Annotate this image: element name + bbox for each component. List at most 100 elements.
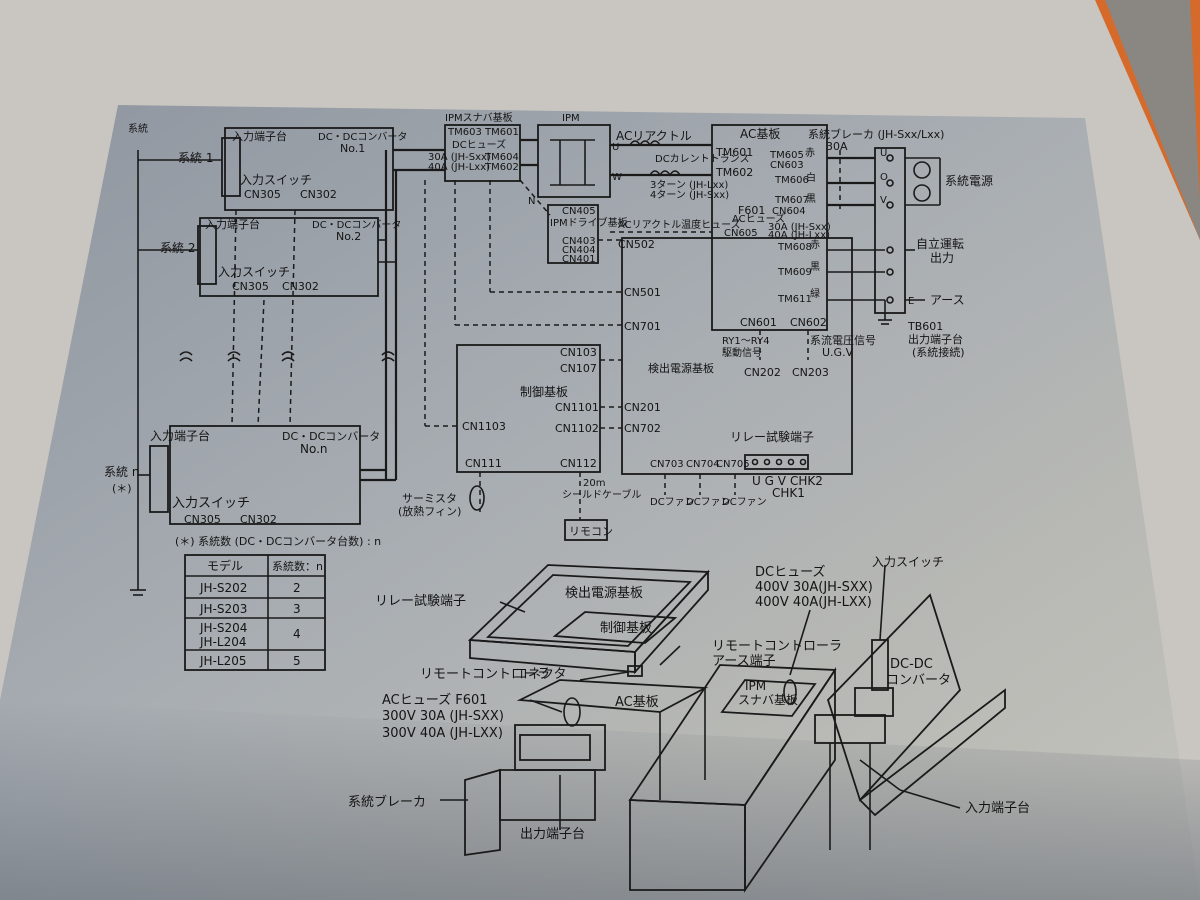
terminal-o: O — [880, 172, 888, 183]
unitn-converter-no: No.n — [300, 442, 328, 456]
ipm-snubber-tm601: TM601 — [484, 127, 519, 138]
control-board-title: 制御基板 — [520, 384, 568, 399]
ac-board-tm601: TM601 — [715, 146, 753, 159]
unitn-converter: DC・DCコンバータ — [282, 430, 380, 443]
table-row-model: JH-S203 — [199, 602, 247, 616]
table-header-model: モデル — [207, 558, 243, 573]
unit1-converter-no: No.1 — [340, 142, 365, 155]
terminal-u: U — [880, 148, 887, 159]
ipm-drive-cn405: CN405 — [562, 206, 596, 217]
ac-board-cn604: CN604 — [772, 206, 806, 217]
ipm-title: IPM — [562, 113, 580, 124]
unit2-system: 系統 2 — [160, 241, 195, 255]
detect-board-title: 検出電源基板 — [648, 361, 714, 375]
layout-drawing — [440, 564, 1006, 893]
layout-ac-board: AC基板 — [615, 695, 659, 710]
wire-red-1: 赤 — [805, 147, 815, 159]
layout-remote-connector: リモートコントローラ — [420, 667, 550, 682]
ry-signal-2: 駆動信号 — [722, 346, 762, 359]
ipm-snubber-fuse30: 30A (JH-Sxx) — [428, 152, 491, 163]
detect-board-cn501: CN501 — [624, 286, 661, 299]
ac-board-tm602: TM602 — [715, 166, 753, 179]
detect-board-cn703: CN703 — [650, 459, 684, 470]
unit1-system: 系統 1 — [178, 151, 213, 165]
layout-input-switch: 入力スイッチ — [872, 555, 944, 569]
layout-output-terminal: 出力端子台 — [520, 827, 585, 842]
ac-board-tm608: TM608 — [777, 242, 812, 253]
relay-test-terminal: リレー試験端子 — [730, 429, 814, 444]
detect-board-cn705: CN705 — [716, 459, 750, 470]
wire-black-2: 黒 — [810, 261, 820, 273]
unit2-cn-b: CN302 — [282, 280, 319, 293]
breaker-30a: 30A — [826, 140, 848, 153]
layout-control-board: 制御基板 — [600, 621, 652, 636]
layout-dc-fuse: DCヒューズ — [755, 564, 825, 580]
wire-green: 緑 — [810, 287, 820, 300]
layout-ipm-snubber: スナバ基板 — [738, 693, 798, 707]
layout-ac-fuse-40: 300V 40A (JH-LXX) — [382, 726, 503, 741]
layout-input-terminal: 入力端子台 — [965, 801, 1030, 816]
thermistor-sub: (放熱フィン) — [398, 504, 461, 518]
ipm-snubber-fuse40: 40A (JH-Lxx) — [428, 162, 490, 173]
ipm-snubber-title: IPMスナバ基板 — [445, 111, 513, 124]
detect-board-cn202: CN202 — [744, 366, 781, 379]
terminal-e: E — [908, 296, 914, 307]
layout-detect-board: 検出電源基板 — [565, 586, 643, 601]
footnote: (＊) 系統数 (DC・DCコンバータ台数) : n — [175, 534, 381, 548]
table-row-model: JH-L205 — [199, 654, 246, 668]
table-row-model-line1: JH-S204 — [199, 621, 247, 635]
detect-board-cn702: CN702 — [624, 422, 661, 435]
system-breaker: 系統ブレーカ (JH-Sxx/Lxx) — [808, 127, 944, 141]
ac-board-cn603: CN603 — [770, 160, 804, 171]
layout-ipm: IPM — [745, 679, 766, 693]
table-row-model: JH-S202 — [199, 581, 247, 595]
tb601-sub: 出力端子台 — [908, 332, 963, 346]
ipm-drive-title: IPMドライブ基板 — [550, 216, 628, 229]
unit2-switch: 入力スイッチ — [218, 265, 290, 279]
ac-board-fuse40: 40A (JH-Lxx) — [768, 230, 830, 241]
ac-board-ac-fuse: ACヒューズ — [732, 212, 785, 225]
unit1-input-terminal: 入力端子台 — [232, 129, 287, 143]
ugv-signal-2: U.G.V — [822, 346, 854, 359]
unitn-asterisk: (＊) — [112, 482, 132, 495]
unitn-switch: 入力スイッチ — [172, 496, 250, 511]
shield-cable: シールドケーブル — [562, 488, 641, 501]
ac-reactor-thermo: ACリアクトル温度ヒューズ — [618, 218, 741, 231]
unitn-input-terminal: 入力端子台 — [150, 428, 210, 443]
cable-length: 20m — [583, 478, 605, 489]
wire-black-1: 黒 — [806, 193, 816, 205]
control-board-cn103: CN103 — [560, 346, 597, 359]
layout-dc-fuse-30: 400V 30A(JH-SXX) — [755, 580, 873, 595]
layout-ac-fuse: ACヒューズ F601 — [382, 692, 488, 708]
ac-board-tm609: TM609 — [777, 267, 812, 278]
ac-board-cn605: CN605 — [724, 228, 758, 239]
detect-board-cn502: CN502 — [618, 238, 655, 251]
layout-relay-test: リレー試験端子 — [375, 593, 466, 609]
layout-remote-connector-2: コネクタ — [515, 667, 566, 682]
remote-label: リモコン — [569, 525, 613, 538]
layout-dcdc-2: コンバータ — [886, 673, 951, 688]
control-board-cn1102: CN1102 — [555, 422, 599, 435]
tb601-sub2: (系統接続) — [912, 345, 965, 359]
table-row-n: 2 — [293, 581, 301, 595]
ipm-snubber-tm602: TM602 — [484, 162, 519, 173]
unit1-switch: 入力スイッチ — [240, 173, 312, 187]
table-row-model-line2: JH-L204 — [199, 635, 246, 649]
ac-reactor: ACリアクトル — [616, 129, 692, 143]
dc-fan-3: DCファン — [722, 497, 767, 508]
earth-label: アース — [930, 293, 965, 307]
ipm-drive-cn403: CN403 — [562, 236, 596, 247]
metal-plate — [0, 105, 1200, 900]
detect-board-cn701: CN701 — [624, 320, 661, 333]
ipm-snubber-dc-fuse: DCヒューズ — [452, 138, 506, 151]
unit1-converter: DC・DCコンバータ — [318, 131, 407, 143]
terminal-v: V — [880, 195, 887, 206]
unit1-cn-a: CN305 — [244, 188, 281, 201]
ugv-signal: 系流電圧信号 — [810, 333, 876, 347]
ac-board-tm611: TM611 — [777, 294, 812, 305]
schematic-wiring — [130, 124, 941, 671]
ac-board-tm606: TM606 — [774, 175, 809, 186]
layout-dcdc: DC-DC — [890, 657, 933, 672]
turns-a: 3ターン (JH-Lxx) — [650, 179, 728, 191]
